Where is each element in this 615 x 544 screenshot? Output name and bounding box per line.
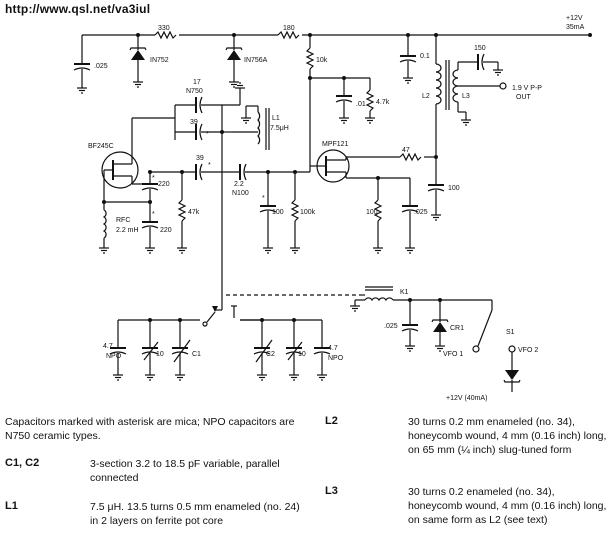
- capacitor-100-right: 100: [427, 184, 460, 221]
- l1-note-label: L1: [5, 500, 18, 512]
- trimmer-bank-left: 4.7 NPO 10 C1: [103, 318, 201, 381]
- c025b-label: .025: [414, 209, 428, 216]
- d2-label: IN756A: [244, 57, 268, 64]
- c1c2-note-label: C1, C2: [5, 457, 40, 469]
- r100k-label: 100k: [300, 209, 316, 216]
- rfc-value-label: 2.2 mH: [116, 227, 139, 234]
- c39b-label: 39: [196, 155, 204, 162]
- out-label: OUT: [516, 94, 532, 101]
- c150-label: 150: [474, 45, 486, 52]
- c01b-label: .01: [356, 101, 366, 108]
- c1c2-note-text: 3-section 3.2 to 18.5 pF variable, paral…: [90, 458, 280, 484]
- c22-type-label: N100: [232, 190, 249, 197]
- coil-l2-l3: L2 L3 150 1.9 V P-P OUT: [422, 35, 542, 185]
- l2-note-label: L2: [325, 415, 338, 427]
- c17-label: 17: [193, 79, 201, 86]
- r330-label: 330: [158, 25, 170, 32]
- c47b-label: 4.7: [328, 345, 338, 352]
- resistor-10k: 10k: [305, 35, 328, 150]
- c100b-label: 100: [448, 185, 460, 192]
- gate-line: 39 * 2.2 N100: [148, 155, 311, 197]
- l2-label: L2: [422, 93, 430, 100]
- c01a-label: 0.1: [420, 53, 430, 60]
- r47-label: 47: [402, 147, 410, 154]
- capacitor-025-left: .025: [73, 35, 108, 94]
- c220a-label: 220: [158, 181, 170, 188]
- q2-label: MPF121: [322, 141, 349, 148]
- l1-note-text: 7.5 μH. 13.5 turns 0.5 mm enameled (no. …: [90, 501, 300, 527]
- relay-k1: K1 .025 CR1 S1 VFO 1 VFO 2 +12V (40mA): [226, 286, 538, 402]
- transistor-bf245c: BF245C: [88, 118, 150, 202]
- s1-label: S1: [506, 329, 515, 336]
- vfo-schematic: +12V 35mA 330 180 .025 IN752 IN756A 10k: [73, 15, 592, 402]
- r100-label: 100: [366, 209, 378, 216]
- l1-value-label: 7.5μH: [270, 125, 289, 132]
- bias-network: .01 4.7k: [310, 76, 390, 124]
- tank-network: 17 N750 39 * L1 7.5μH: [132, 79, 289, 310]
- c39a-asterisk: *: [206, 131, 209, 138]
- r47k-a-label: 4.7k: [376, 99, 390, 106]
- capacitor-0.1: 0.1: [399, 35, 430, 84]
- source-network: 100 .025: [366, 176, 428, 254]
- c220b-asterisk: *: [152, 211, 155, 218]
- c220b-label: 220: [160, 227, 172, 234]
- l3-note-text: 30 turns 0.2 enameled (no. 34), honeycom…: [408, 486, 607, 526]
- vfo1-label: VFO 1: [443, 351, 463, 358]
- c100a-asterisk: *: [262, 195, 265, 202]
- r47k-b-label: 47k: [188, 209, 200, 216]
- d1-label: IN752: [150, 57, 169, 64]
- l1-label: L1: [272, 115, 280, 122]
- c17-type-label: N750: [186, 88, 203, 95]
- band-switch: [118, 305, 322, 327]
- k1-label: K1: [400, 289, 409, 296]
- c2-label: C2: [266, 351, 275, 358]
- zener-diode-in752: IN752: [129, 35, 169, 88]
- trimmer-bank-right: C2 10 4.7 NPO: [240, 318, 344, 381]
- c025c-label: .025: [384, 323, 398, 330]
- l2-note-text: 30 turns 0.2 mm enameled (no. 34), honey…: [408, 416, 607, 456]
- c220a-asterisk: *: [152, 175, 155, 182]
- page-url: http://www.qsl.net/va3iul: [5, 2, 151, 16]
- c025a-label: .025: [94, 63, 108, 70]
- c47b-type-label: NPO: [328, 355, 344, 362]
- cr1-label: CR1: [450, 325, 464, 332]
- supply-rail: +12V 35mA 330 180: [82, 15, 592, 40]
- c10b-label: 10: [298, 351, 306, 358]
- c47a-label: 4.7: [103, 343, 113, 350]
- asterisk-note: Capacitors marked with asterisk are mica…: [5, 416, 295, 442]
- r180-label: 180: [283, 25, 295, 32]
- l3-note-label: L3: [325, 485, 338, 497]
- c22-label: 2.2: [234, 181, 244, 188]
- q1-label: BF245C: [88, 143, 114, 150]
- supply-current-label: 35mA: [566, 24, 585, 31]
- c100a-label: 100: [272, 209, 284, 216]
- zener-diode-in756a: IN756A: [225, 35, 268, 88]
- c39b-asterisk: *: [208, 162, 211, 169]
- c10a-label: 10: [156, 351, 164, 358]
- vfo2-label: VFO 2: [518, 347, 538, 354]
- transistor-mpf121: MPF121 47: [309, 141, 438, 183]
- supply-label: +12V: [566, 15, 583, 22]
- out-level-label: 1.9 V P-P: [512, 85, 542, 92]
- k1-supply-label: +12V (40mA): [446, 395, 487, 402]
- gate-bias: 100 * 100k: [259, 172, 316, 254]
- l3-label: L3: [462, 93, 470, 100]
- c47a-type-label: NPO: [106, 353, 122, 360]
- r10k-label: 10k: [316, 57, 328, 64]
- feedback-network: 220 * 220 * RFC 2.2 mH 47k: [98, 172, 200, 254]
- c39a-label: 39: [190, 119, 198, 126]
- c1-label: C1: [192, 351, 201, 358]
- rfc-label: RFC: [116, 217, 130, 224]
